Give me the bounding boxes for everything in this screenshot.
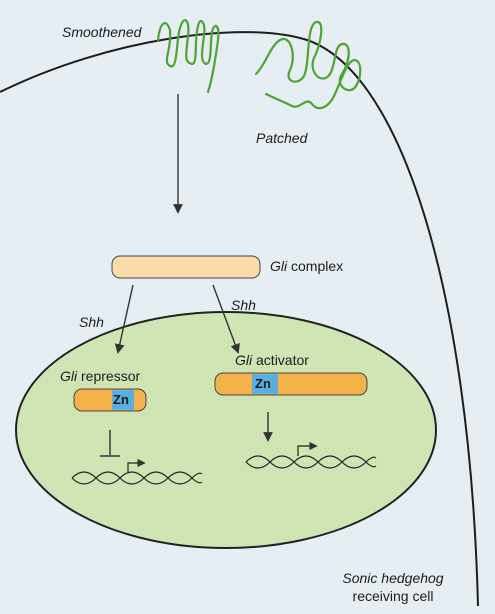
shh-label-left: Shh [79,314,104,330]
cell-label-line1: Sonic hedgehog [342,570,444,586]
patched-protein [254,20,362,110]
smoothened-label: Smoothened [62,24,142,40]
gli-complex-bar [111,255,261,279]
gli-complex-label-rest: complex [287,258,344,274]
gli-activator-label-gli: Gli [235,352,253,368]
gli-repressor-label-gli: Gli [60,368,78,384]
dna-strand-right-b [245,455,377,469]
zn-label-repressor: Zn [113,392,129,407]
gli-activator-bar [214,372,368,396]
shh-arrow-right [212,284,240,354]
transcription-start-left [127,458,146,472]
cell-label-line2: receiving cell [352,588,434,604]
transcription-start-right [297,441,318,456]
gli-repressor-bar [73,388,147,412]
gli-repressor-label-rest: repressor [77,368,141,384]
zn-domain-repressor [112,390,134,410]
nucleus [15,311,437,549]
gli-activator-label: Gli activator [235,352,309,368]
gli-complex-label-gli: Gli [270,258,288,274]
shh-label-right: Shh [231,297,256,313]
smoothened-protein [156,19,220,94]
zn-domain-activator [252,374,278,394]
gli-complex-label: Gli complex [270,258,343,274]
cell-membrane [0,31,479,607]
patched-label: Patched [256,130,308,146]
gli-repressor-label: Gli repressor [60,368,140,384]
dna-strand-left-b [71,471,203,485]
zn-label-activator: Zn [255,376,271,391]
shh-arrow-left [114,284,134,354]
gli-activator-label-rest: activator [252,352,309,368]
